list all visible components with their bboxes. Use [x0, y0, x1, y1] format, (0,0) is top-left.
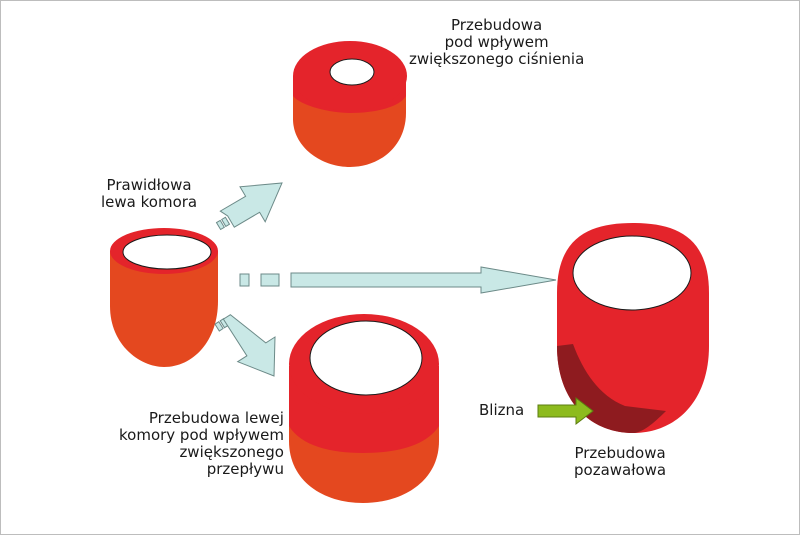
pressure-label: Przebudowa pod wpływem zwiększonego ciśn…	[409, 16, 585, 68]
arrow-to-flow	[214, 314, 276, 377]
flow-ventricle	[289, 314, 439, 503]
pressure-ventricle	[293, 41, 407, 167]
normal-label: Prawidłowa lewa komora	[101, 176, 198, 211]
flow-label: Przebudowa lewej komory pod wpływem zwię…	[119, 409, 284, 478]
scar-arrow	[537, 396, 594, 426]
scar-label: Blizna	[479, 401, 525, 419]
normal-ventricle	[110, 228, 218, 367]
arrow-to-post-infarction	[239, 266, 557, 294]
arrow-to-pressure	[215, 182, 283, 231]
post-infarction-label: Przebudowa pozawałowa	[574, 444, 667, 479]
